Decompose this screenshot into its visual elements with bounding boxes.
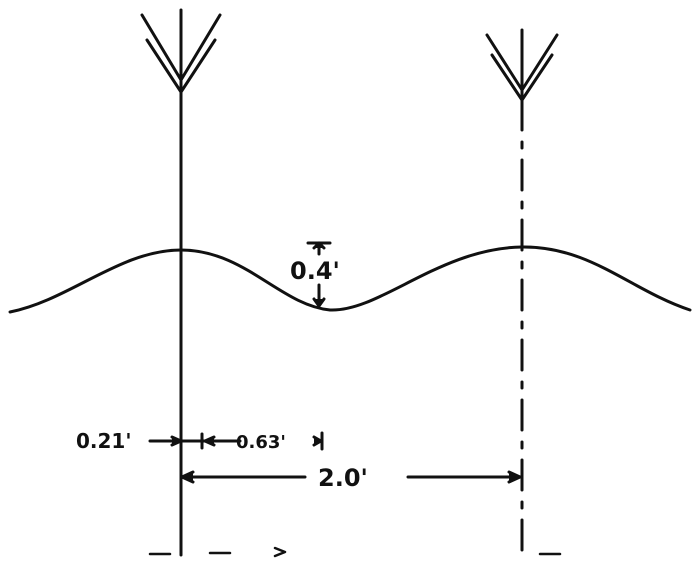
right-plant-icon xyxy=(485,28,559,102)
left-plant-icon xyxy=(140,8,222,94)
offset-left-label: 0.21' xyxy=(76,429,131,453)
offset-dimensions xyxy=(148,431,324,451)
spacing-dimension xyxy=(179,470,523,484)
offset-right-label: 0.63' xyxy=(236,432,286,453)
amplitude-dimension xyxy=(306,241,332,308)
bottom-partial-marks xyxy=(148,546,562,558)
spacing-label: 2.0' xyxy=(318,464,368,492)
furrow-profile-line xyxy=(8,245,692,314)
amplitude-label: 0.4' xyxy=(290,257,340,285)
